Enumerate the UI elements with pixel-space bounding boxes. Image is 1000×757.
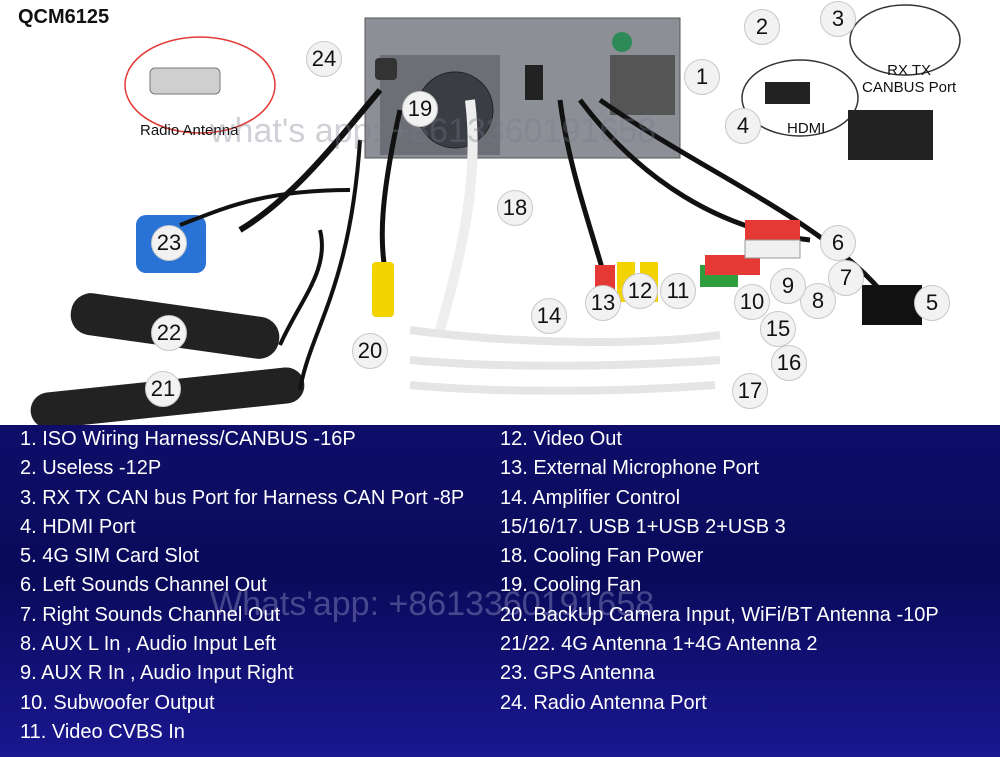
legend-item: 8. AUX L In , Audio Input Left xyxy=(20,633,277,656)
legend-item: 5. 4G SIM Card Slot xyxy=(20,545,199,568)
callout-19: 19 xyxy=(402,91,438,127)
legend-item: 4. HDMI Port xyxy=(20,515,136,538)
usb-cable xyxy=(409,356,721,370)
hdmi-outline xyxy=(741,59,859,137)
callout-22: 22 xyxy=(151,315,187,351)
legend-item: 13. External Microphone Port xyxy=(500,457,760,480)
usb-cable xyxy=(435,99,478,332)
cable xyxy=(238,88,383,233)
legend-item: 10. Subwoofer Output xyxy=(20,691,215,714)
callout-4: 4 xyxy=(725,108,761,144)
canbus-box xyxy=(848,110,933,160)
callout-10: 10 xyxy=(734,284,770,320)
callout-14: 14 xyxy=(531,298,567,334)
legend-item: 20. BackUp Camera Input, WiFi/BT Antenna… xyxy=(500,603,939,626)
callout-12: 12 xyxy=(622,273,658,309)
callout-20: 20 xyxy=(352,333,388,369)
model-title: QCM6125 xyxy=(18,6,110,28)
watermark-bottom: Whats'app: +8613360191658 xyxy=(210,585,655,623)
hdmi-socket xyxy=(525,65,543,100)
legend-item: 23. GPS Antenna xyxy=(500,662,655,685)
gps-cable xyxy=(179,188,351,227)
sim-slot xyxy=(862,285,922,325)
legend-item: 11. Video CVBS In xyxy=(20,720,185,743)
legend-item: 2. Useless -12P xyxy=(20,457,162,480)
callout-18: 18 xyxy=(497,190,533,226)
radio-antenna-socket xyxy=(375,58,397,80)
canbus-outline xyxy=(849,4,961,76)
legend-item: 1. ISO Wiring Harness/CANBUS -16P xyxy=(20,428,356,450)
legend-item: 24. Radio Antenna Port xyxy=(500,691,707,714)
hdmi-label: HDMI xyxy=(787,120,826,137)
callout-6: 6 xyxy=(820,225,856,261)
radio-antenna-outline xyxy=(124,36,276,134)
legend-item: 15/16/17. USB 1+USB 2+USB 3 xyxy=(500,515,786,538)
legend-item: 9. AUX R In , Audio Input Right xyxy=(20,662,294,685)
canbus-port-label: RX TX CANBUS Port xyxy=(862,62,957,96)
usb-cable xyxy=(409,381,716,395)
callout-15: 15 xyxy=(760,311,796,347)
antenna-cable xyxy=(278,229,324,346)
callout-9: 9 xyxy=(770,268,806,304)
rca-yellow xyxy=(372,262,394,317)
callout-13: 13 xyxy=(585,285,621,321)
antenna-cable xyxy=(298,139,362,391)
legend-left-column: 1. ISO Wiring Harness/CANBUS -16P 2. Use… xyxy=(20,425,464,747)
rca-white xyxy=(744,239,801,259)
rca-red xyxy=(745,220,800,240)
legend-item: 21/22. 4G Antenna 1+4G Antenna 2 xyxy=(500,633,818,656)
callout-5: 5 xyxy=(914,285,950,321)
callout-24: 24 xyxy=(306,41,342,77)
legend-item: 3. RX TX CAN bus Port for Harness CAN Po… xyxy=(20,486,465,509)
legend-item: 6. Left Sounds Channel Out xyxy=(20,574,267,597)
callout-7: 7 xyxy=(828,260,864,296)
legend-item: 14. Amplifier Control xyxy=(500,486,681,509)
callout-11: 11 xyxy=(660,273,696,309)
usb-cable xyxy=(409,326,721,346)
legend-item: 18. Cooling Fan Power xyxy=(500,545,704,568)
callout-3: 3 xyxy=(820,1,856,37)
radio-antenna-plug xyxy=(149,67,221,95)
legend-item: 12. Video Out xyxy=(500,428,622,450)
wiring-diagram-photo: QCM6125 Radio Antenna HDMI RX TX CANBUS … xyxy=(0,0,1000,425)
ground-post xyxy=(612,32,632,52)
hdmi-plug xyxy=(765,82,810,104)
callout-23: 23 xyxy=(151,225,187,261)
legend-right-column: 12. Video Out 13. External Microphone Po… xyxy=(500,425,939,718)
legend-item: 7. Right Sounds Channel Out xyxy=(20,603,281,626)
callout-21: 21 xyxy=(145,371,181,407)
callout-16: 16 xyxy=(771,345,807,381)
iso-connector xyxy=(610,55,675,115)
legend-panel: Whats'app: +8613360191658 1. ISO Wiring … xyxy=(0,425,1000,757)
callout-1: 1 xyxy=(684,59,720,95)
radio-antenna-label: Radio Antenna xyxy=(140,122,239,139)
callout-8: 8 xyxy=(800,283,836,319)
cable xyxy=(379,109,403,271)
callout-2: 2 xyxy=(744,9,780,45)
callout-17: 17 xyxy=(732,373,768,409)
rca-red xyxy=(705,255,760,275)
legend-item: 19. Cooling Fan xyxy=(500,574,642,597)
